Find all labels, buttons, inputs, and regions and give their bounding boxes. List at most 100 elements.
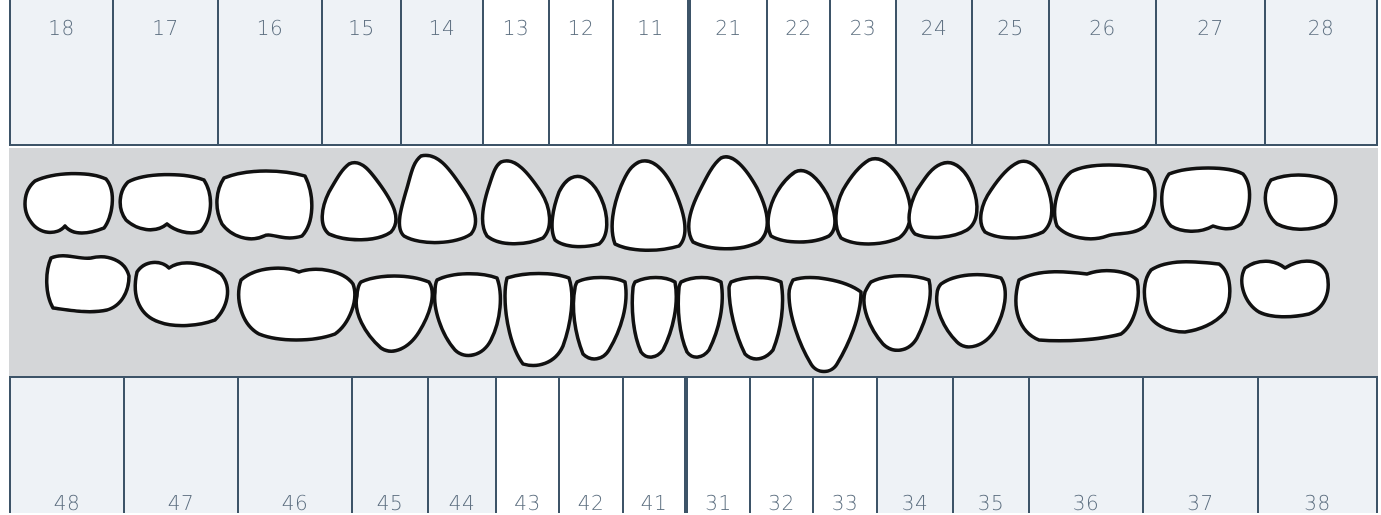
tooth-26[interactable]	[1055, 165, 1155, 239]
tooth-number-label: 16	[219, 16, 321, 40]
upper-cell-15[interactable]: 15	[323, 0, 402, 146]
upper-cell-14[interactable]: 14	[402, 0, 484, 146]
tooth-number-label: 25	[973, 16, 1048, 40]
tooth-13[interactable]	[483, 161, 550, 244]
tooth-number-label: 12	[550, 16, 612, 40]
teeth-diagram	[9, 148, 1378, 376]
tooth-number-label: 14	[402, 16, 482, 40]
upper-cell-22[interactable]: 22	[768, 0, 831, 146]
tooth-number-label: 46	[239, 491, 351, 515]
tooth-25[interactable]	[981, 161, 1052, 238]
upper-cell-16[interactable]: 16	[219, 0, 323, 146]
tooth-16[interactable]	[217, 171, 312, 239]
tooth-31[interactable]	[678, 278, 722, 358]
tooth-45[interactable]	[356, 276, 432, 351]
lower-cell-31[interactable]: 31	[688, 376, 751, 513]
tooth-number-label: 17	[114, 16, 217, 40]
tooth-number-label: 44	[429, 491, 495, 515]
upper-cell-24[interactable]: 24	[897, 0, 973, 146]
tooth-number-label: 38	[1259, 491, 1376, 515]
tooth-23[interactable]	[836, 159, 910, 244]
tooth-number-label: 48	[11, 491, 123, 515]
lower-cell-47[interactable]: 47	[125, 376, 239, 513]
lower-tooth-number-row: 48 47 46 45 44 43 42 41 31 32 33 34 35 3…	[9, 376, 1380, 513]
tooth-44[interactable]	[435, 274, 501, 356]
tooth-15[interactable]	[322, 163, 396, 240]
tooth-number-label: 13	[484, 16, 548, 40]
lower-cell-38[interactable]: 38	[1259, 376, 1378, 513]
tooth-number-label: 33	[814, 491, 876, 515]
tooth-number-label: 35	[954, 491, 1028, 515]
tooth-36[interactable]	[1016, 271, 1138, 341]
tooth-18[interactable]	[25, 174, 112, 233]
tooth-43[interactable]	[505, 274, 572, 366]
tooth-number-label: 21	[691, 16, 766, 40]
tooth-22[interactable]	[768, 171, 835, 242]
lower-cell-36[interactable]: 36	[1030, 376, 1144, 513]
tooth-number-label: 22	[768, 16, 829, 40]
tooth-number-label: 24	[897, 16, 971, 40]
tooth-number-label: 34	[878, 491, 952, 515]
upper-cell-27[interactable]: 27	[1157, 0, 1266, 146]
tooth-number-label: 42	[560, 491, 622, 515]
tooth-21[interactable]	[689, 157, 767, 249]
lower-cell-33[interactable]: 33	[814, 376, 878, 513]
tooth-33[interactable]	[789, 278, 861, 372]
tooth-41[interactable]	[632, 278, 676, 358]
tooth-number-label: 32	[751, 491, 812, 515]
upper-cell-26[interactable]: 26	[1050, 0, 1157, 146]
tooth-number-label: 26	[1050, 16, 1155, 40]
tooth-17[interactable]	[120, 175, 210, 233]
lower-cell-34[interactable]: 34	[878, 376, 954, 513]
upper-cell-13[interactable]: 13	[484, 0, 550, 146]
tooth-number-label: 31	[688, 491, 749, 515]
tooth-number-label: 43	[497, 491, 558, 515]
tooth-37[interactable]	[1144, 262, 1229, 332]
tooth-number-label: 18	[11, 16, 112, 40]
tooth-47[interactable]	[135, 262, 227, 325]
tooth-12[interactable]	[552, 176, 607, 246]
tooth-number-label: 36	[1030, 491, 1142, 515]
lower-cell-44[interactable]: 44	[429, 376, 497, 513]
lower-cell-48[interactable]: 48	[11, 376, 125, 513]
lower-cell-46[interactable]: 46	[239, 376, 353, 513]
lower-cell-41[interactable]: 41	[624, 376, 688, 513]
upper-cell-12[interactable]: 12	[550, 0, 614, 146]
tooth-number-label: 27	[1157, 16, 1264, 40]
lower-cell-45[interactable]: 45	[353, 376, 429, 513]
tooth-number-label: 45	[353, 491, 427, 515]
tooth-number-label: 41	[624, 491, 684, 515]
upper-cell-28[interactable]: 28	[1266, 0, 1378, 146]
upper-cell-21[interactable]: 21	[691, 0, 768, 146]
tooth-28[interactable]	[1265, 175, 1335, 229]
tooth-27[interactable]	[1162, 168, 1250, 231]
dental-arch-chart	[9, 148, 1378, 376]
tooth-35[interactable]	[937, 275, 1006, 347]
upper-cell-25[interactable]: 25	[973, 0, 1050, 146]
tooth-34[interactable]	[864, 276, 930, 351]
tooth-32[interactable]	[729, 278, 783, 359]
tooth-42[interactable]	[573, 278, 626, 359]
lower-cell-32[interactable]: 32	[751, 376, 814, 513]
upper-cell-23[interactable]: 23	[831, 0, 897, 146]
lower-cell-42[interactable]: 42	[560, 376, 624, 513]
lower-cell-43[interactable]: 43	[497, 376, 560, 513]
upper-cell-11[interactable]: 11	[614, 0, 691, 146]
tooth-number-label: 23	[831, 16, 895, 40]
tooth-38[interactable]	[1242, 261, 1328, 317]
tooth-24[interactable]	[909, 163, 977, 238]
tooth-number-label: 11	[614, 16, 687, 40]
lower-cell-37[interactable]: 37	[1144, 376, 1259, 513]
tooth-46[interactable]	[239, 268, 355, 340]
upper-cell-17[interactable]: 17	[114, 0, 219, 146]
upper-tooth-number-row: 18 17 16 15 14 13 12 11 21 22 23 24 25 2…	[9, 0, 1380, 146]
tooth-11[interactable]	[612, 161, 685, 250]
tooth-48[interactable]	[47, 256, 129, 312]
tooth-14[interactable]	[399, 155, 475, 242]
tooth-number-label: 37	[1144, 491, 1257, 515]
upper-cell-18[interactable]: 18	[11, 0, 114, 146]
tooth-number-label: 47	[125, 491, 237, 515]
lower-cell-35[interactable]: 35	[954, 376, 1030, 513]
tooth-number-label: 15	[323, 16, 400, 40]
tooth-number-label: 28	[1266, 16, 1376, 40]
